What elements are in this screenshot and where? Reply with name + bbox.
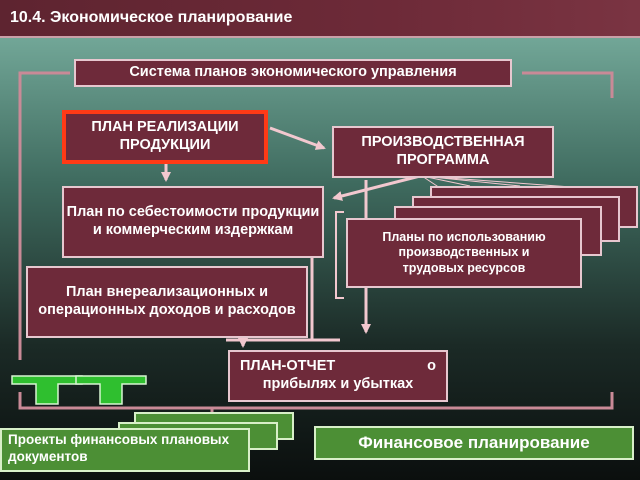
up-arrow-left-icon [11, 375, 83, 405]
cost-plan-box: План по себестоимости продукции и коммер… [62, 186, 324, 258]
plans-bracket [335, 211, 344, 299]
financial-planning-box: Финансовое планирование [314, 426, 634, 460]
system-title-box: Система планов экономического управления [74, 59, 512, 87]
financial-docs-box: Проекты финансовых плановых документов [0, 428, 250, 472]
financial-docs-label: Проекты финансовых плановых документов [8, 432, 230, 464]
resources-plans-label: Планы по использованию производственных … [382, 230, 546, 275]
page-title: 10.4. Экономическое планирование [10, 9, 293, 26]
profit-report-title: ПЛАН-ОТЧЕТ [240, 358, 336, 375]
up-arrow-right-icon [75, 375, 147, 405]
financial-planning-label: Финансовое планирование [358, 433, 590, 452]
frame-bottom-line [18, 392, 614, 410]
cost-plan-label: План по себестоимости продукции и коммер… [66, 204, 320, 238]
nonsales-plan-box: План внереализационных и операционных до… [26, 266, 308, 338]
profit-report-row: ПЛАН-ОТЧЕТ о [240, 358, 436, 376]
nonsales-plan-label: План внереализационных и операционных до… [38, 284, 296, 318]
arrow-production-to-cost [332, 174, 421, 201]
profit-report-subtitle: прибылях и убытках [262, 376, 414, 392]
plan-sales-box: ПЛАН РЕАЛИЗАЦИИ ПРОДУКЦИИ [62, 110, 268, 164]
profit-report-o: о [427, 358, 436, 375]
production-program-box: ПРОИЗВОДСТВЕННАЯ ПРОГРАММА [332, 126, 554, 178]
frame-lines [18, 71, 614, 418]
frame-right-line [522, 71, 614, 98]
system-title: Система планов экономического управления [129, 64, 457, 81]
frame-left-line [18, 71, 70, 360]
resources-plans-box: Планы по использованию производственных … [346, 218, 582, 288]
arrow-sales-to-production [269, 126, 326, 150]
production-program-label: ПРОИЗВОДСТВЕННАЯ ПРОГРАММА [361, 134, 525, 168]
plan-sales-label: ПЛАН РЕАЛИЗАЦИИ ПРОДУКЦИИ [91, 119, 239, 153]
profit-report-box: ПЛАН-ОТЧЕТ о прибылях и убытках [228, 350, 448, 402]
header-bar: 10.4. Экономическое планирование [0, 0, 640, 38]
